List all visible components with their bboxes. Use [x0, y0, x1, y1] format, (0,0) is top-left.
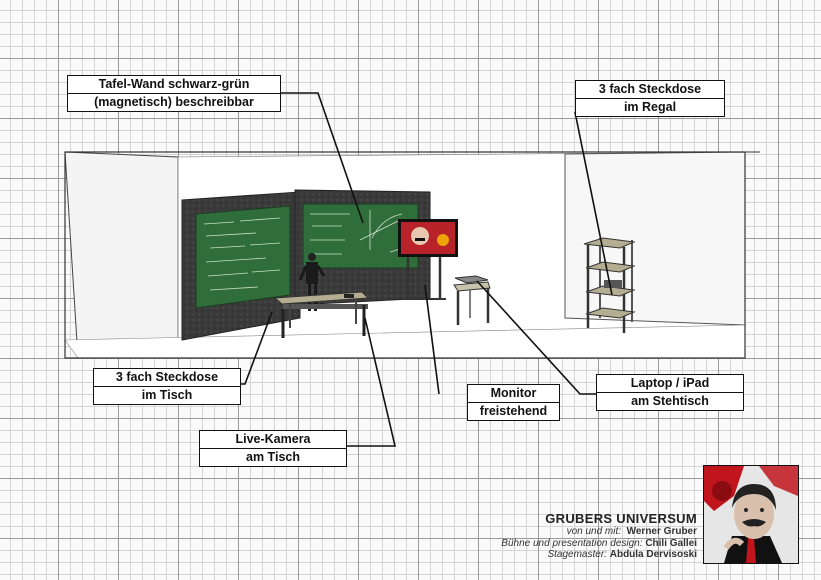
label-kamera: Live-Kamera am Tisch [199, 430, 347, 467]
label-steckdose-regal: 3 fach Steckdose im Regal [575, 80, 725, 117]
label-tafel-line1: Tafel-Wand schwarz-grün [98, 77, 250, 91]
label-laptop-line2: am Stehtisch [597, 392, 743, 410]
label-monitor-line2: freistehend [468, 402, 559, 420]
label-laptop-line1: Laptop / iPad [630, 376, 710, 390]
credits-block: GRUBERS UNIVERSUM von und mit: Werner Gr… [501, 511, 697, 561]
credits-line-1-value: Werner Gruber [626, 526, 697, 537]
label-monitor: Monitor freistehend [467, 384, 560, 421]
label-kamera-line2: am Tisch [200, 448, 346, 466]
label-monitor-line1: Monitor [490, 386, 537, 400]
label-steckdose-regal-line2: im Regal [576, 98, 724, 116]
credits-line-2-label: Bühne und presentation design: [501, 537, 643, 549]
credits-line-3-value: Abdula Dervisoski [609, 549, 697, 560]
credits-line-2-value: Chili Gallei [645, 537, 697, 549]
portrait-image [704, 466, 798, 563]
credits-line-1-label: von und mit: [566, 526, 622, 537]
credits-line-1: von und mit: Werner Gruber [501, 526, 697, 538]
label-steckdose-tisch: 3 fach Steckdose im Tisch [93, 368, 241, 405]
label-tafel-line2: (magnetisch) beschreibbar [68, 93, 280, 111]
label-steckdose-tisch-line2: im Tisch [94, 386, 240, 404]
label-tafel-wand: Tafel-Wand schwarz-grün (magnetisch) bes… [67, 75, 281, 112]
label-laptop: Laptop / iPad am Stehtisch [596, 374, 744, 411]
credits-line-3-label: Stagemaster: [547, 549, 607, 560]
label-steckdose-tisch-line1: 3 fach Steckdose [115, 370, 219, 384]
freestanding-monitor [398, 219, 458, 300]
credits-line-2: Bühne und presentation design: Chili Gal… [501, 538, 697, 550]
left-chalkboard-wall [181, 191, 301, 341]
presenter-table [273, 291, 370, 338]
label-steckdose-regal-line1: 3 fach Steckdose [598, 82, 702, 96]
shelf [583, 237, 636, 333]
label-kamera-line1: Live-Kamera [235, 432, 311, 446]
show-title: GRUBERS UNIVERSUM [545, 511, 697, 526]
standing-table [453, 275, 491, 325]
presenter-portrait [703, 465, 799, 564]
credits-line-3: Stagemaster: Abdula Dervisoski [501, 549, 697, 561]
